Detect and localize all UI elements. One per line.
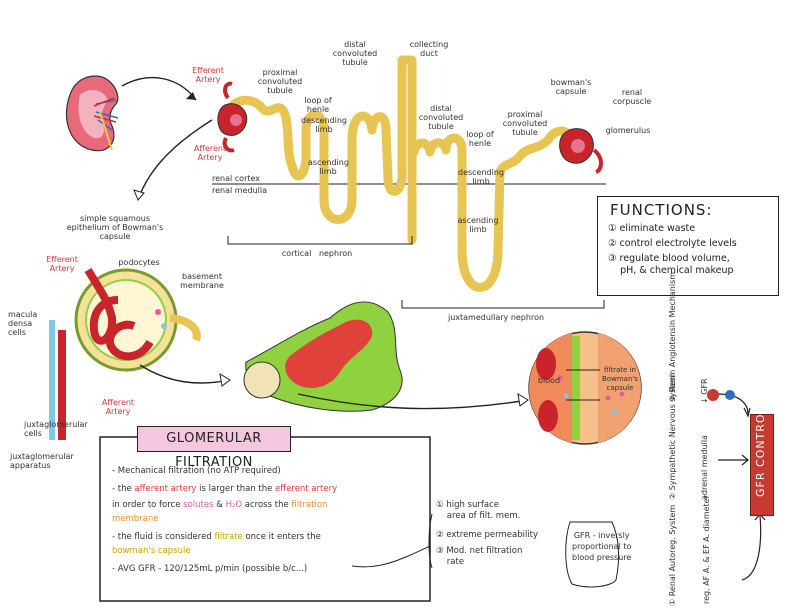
gf-line-2a: - the [112,484,135,494]
filtration-zoom [528,331,642,445]
tissue-illustration [243,301,403,412]
afferent-artery-top-label: Afferent Artery [193,144,227,162]
filtrate-label: filtrate in Bowman's capsule [602,366,638,392]
gf-line-4: membrane [112,514,159,524]
functions-box: FUNCTIONS: ① eliminate waste ② control e… [597,196,779,296]
distal-tubule-label: distal convoluted tubule [332,40,378,67]
juxtamedullary-nephron-label: juxtamedullary nephron [447,313,545,322]
afferent-artery-label: Afferent Artery [101,398,135,416]
sympathetic-label: ② Sympathetic Nervous system [668,372,677,500]
gf-line-7: - AVG GFR - 120/125mL p/min (possible b/… [112,564,308,574]
juxtamedullary-nephron [409,126,603,292]
corpuscle-detail [49,267,201,440]
gf-line-2: - the afferent artery is larger than the… [112,484,337,495]
bowmans-capsule-label: bowman's capsule [550,78,592,96]
efferent-artery-top-label: Efferent Artery [192,66,224,84]
simple-squamous-label: simple squamous epithelium of Bowman's c… [66,214,164,241]
gf-reason-1: ① high surface area of filt. mem. [436,500,521,521]
gf-line-3a: in order to force [112,500,184,510]
gf-line-3c: & [213,500,226,510]
descending-limb-2-label: descending limb [457,168,504,186]
distal-tubule-2-label: distal convoluted tubule [418,104,464,131]
gf-filtration-term: filtration [291,500,328,510]
gf-line-5a: - the fluid is considered [112,532,215,542]
function-item-3: ③ regulate blood volume, pH, & chemical … [608,253,734,276]
renal-medulla-label: renal medulla [212,186,267,195]
gf-line-2c: is larger than the [196,484,276,494]
loop-of-henle-2-label: loop of henle [466,130,494,148]
podocytes-label: podocytes [118,258,160,267]
renal-corpuscle-label: renal corpuscle [612,88,652,106]
juxtaglomerular-cells-label: juxtaglomerular cells [24,420,88,438]
cortical-nephron-label: cortical nephron [281,249,353,258]
efferent-artery-label: Efferent Artery [46,255,78,273]
function-item-2: ② control electrolyte levels [608,238,737,249]
blood-label: blood [537,376,561,385]
gf-h2o-term: H₂O [225,500,243,510]
juxtaglomerular-apparatus-label: juxtaglomerular apparatus [10,452,74,470]
gf-reason-2: ② extreme permeability [436,530,539,540]
kidney-illustration [65,75,119,152]
ascending-limb-2-label: ascending limb [457,216,499,234]
gf-line-5: - the fluid is considered filtrate once … [112,532,321,543]
function-item-1: ① eliminate waste [608,223,696,234]
proximal-tubule-2-label: proximal convoluted tubule [502,110,548,137]
sympathetic-detail-label: adrenal medulla [700,435,709,500]
glomerulus-label: glomerulus [605,126,651,135]
loop-of-henle-label: loop of henle [304,96,332,114]
renal-cortex-label: renal cortex [212,174,261,183]
cortical-nephron [217,55,417,245]
renal-autoreg-detail-label: reg. AF A. & EF A. diameter [702,495,711,604]
gf-line-1: - Mechanical filtration (no ATP required… [112,466,281,476]
gf-afferent-term: afferent artery [134,484,197,494]
proximal-tubule-label: proximal convoluted tubule [257,68,303,95]
glomerular-filtration-title: GLOMERULAR FILTRATION [137,426,291,470]
gf-line-3e: across the [242,500,292,510]
gfr-note: GFR - inversly proportional to blood pre… [572,531,632,562]
renal-autoreg-label: ① Renal Autoreg. System [668,504,677,606]
gf-efferent-term: efferent artery [275,484,338,494]
collecting-duct-label: collecting duct [409,40,449,58]
gf-reason-3: ③ Mod. net filtration rate [436,546,523,567]
gf-filtrate-term: filtrate [214,532,243,542]
functions-title: FUNCTIONS: [610,201,713,219]
gf-line-3: in order to force solutes & H₂O across t… [112,500,327,511]
renin-detail-label: ↓ GFR [700,378,709,404]
macula-densa-label: macula densa cells [8,310,38,337]
gf-line-6: bowman's capsule [112,546,191,556]
basement-membrane-label: basement membrane [180,272,224,290]
gfr-control-title: GFR CONTROL [754,406,767,497]
gfr-control-box: GFR CONTROL [750,406,774,516]
ascending-limb-label: ascending limb [308,158,349,176]
descending-limb-label: descending limb [300,116,347,134]
gf-line-5c: once it enters the [242,532,321,542]
gf-solutes-term: solutes [183,500,214,510]
